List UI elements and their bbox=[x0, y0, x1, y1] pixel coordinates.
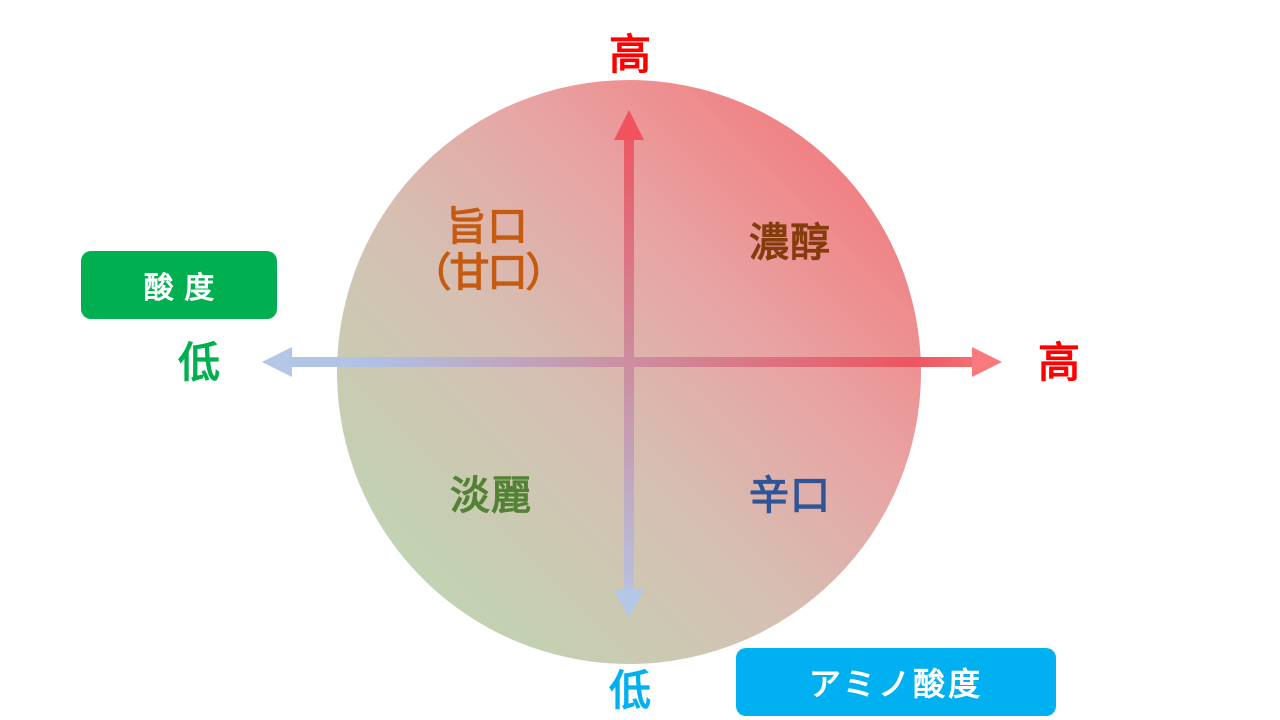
arrowhead-right-icon bbox=[972, 347, 1002, 377]
arrowhead-down-icon bbox=[614, 590, 644, 618]
amino-acidity-badge-label: アミノ酸度 bbox=[808, 665, 984, 703]
quadrant-bottom-left: 淡麗 bbox=[450, 473, 532, 519]
arrowhead-up-icon bbox=[614, 110, 644, 140]
quadrant-bottom-right: 辛口 bbox=[749, 473, 831, 519]
acidity-badge-label: 酸 度 bbox=[143, 271, 215, 306]
arrowhead-left-icon bbox=[262, 347, 292, 377]
acidity-badge: 酸 度 bbox=[81, 251, 277, 319]
quadrant-top-left-line2: （甘口） bbox=[411, 250, 566, 296]
vertical-high-label: 高 bbox=[609, 30, 652, 79]
quadrant-top-right: 濃醇 bbox=[749, 220, 831, 266]
horizontal-high-label: 高 bbox=[1038, 338, 1081, 387]
vertical-amino-acidity-axis bbox=[614, 110, 644, 618]
quadrant-top-left-line1: 旨口 bbox=[446, 204, 529, 250]
vertical-low-label: 低 bbox=[609, 666, 652, 715]
amino-acidity-badge: アミノ酸度 bbox=[736, 648, 1056, 716]
quadrant-top-left: 旨口 （甘口） bbox=[410, 204, 566, 296]
horizontal-low-label: 低 bbox=[178, 338, 221, 387]
